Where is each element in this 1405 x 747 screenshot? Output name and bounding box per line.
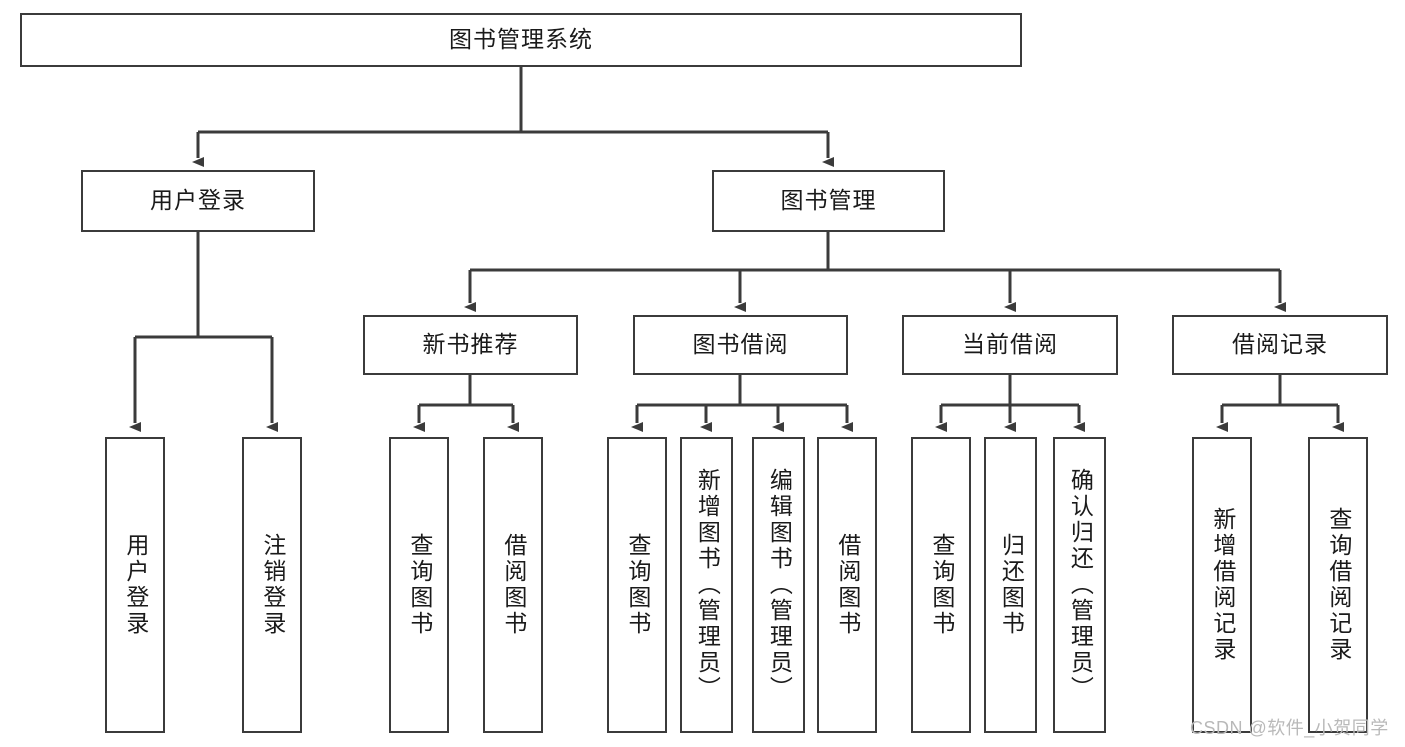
leaf-borrow-add-book-admin[interactable]: 新增图书（管理员） [680, 437, 733, 733]
leaf-user-login-login[interactable]: 用户登录 [105, 437, 165, 733]
leaf-new-book-query[interactable]: 查询图书 [389, 437, 449, 733]
leaf-borrow-borrow-book[interactable]: 借阅图书 [817, 437, 877, 733]
leaf-current-query-book[interactable]: 查询图书 [911, 437, 971, 733]
leaf-record-query-record[interactable]: 查询借阅记录 [1308, 437, 1368, 733]
leaf-user-login-logout[interactable]: 注销登录 [242, 437, 302, 733]
leaf-borrow-edit-book-admin[interactable]: 编辑图书（管理员） [752, 437, 805, 733]
leaf-current-confirm-return-admin[interactable]: 确认归还（管理员） [1053, 437, 1106, 733]
csdn-watermark: CSDN @软件_小贺同学 [1190, 718, 1389, 738]
node-new-book-recommend[interactable]: 新书推荐 [363, 315, 578, 375]
leaf-new-book-borrow[interactable]: 借阅图书 [483, 437, 543, 733]
node-book-borrow[interactable]: 图书借阅 [633, 315, 848, 375]
node-user-login[interactable]: 用户登录 [81, 170, 315, 232]
leaf-borrow-query-book[interactable]: 查询图书 [607, 437, 667, 733]
leaf-current-return-book[interactable]: 归还图书 [984, 437, 1037, 733]
leaf-record-add-record[interactable]: 新增借阅记录 [1192, 437, 1252, 733]
node-book-management[interactable]: 图书管理 [712, 170, 945, 232]
node-borrow-record[interactable]: 借阅记录 [1172, 315, 1388, 375]
node-current-borrow[interactable]: 当前借阅 [902, 315, 1118, 375]
node-root-system[interactable]: 图书管理系统 [20, 13, 1022, 67]
